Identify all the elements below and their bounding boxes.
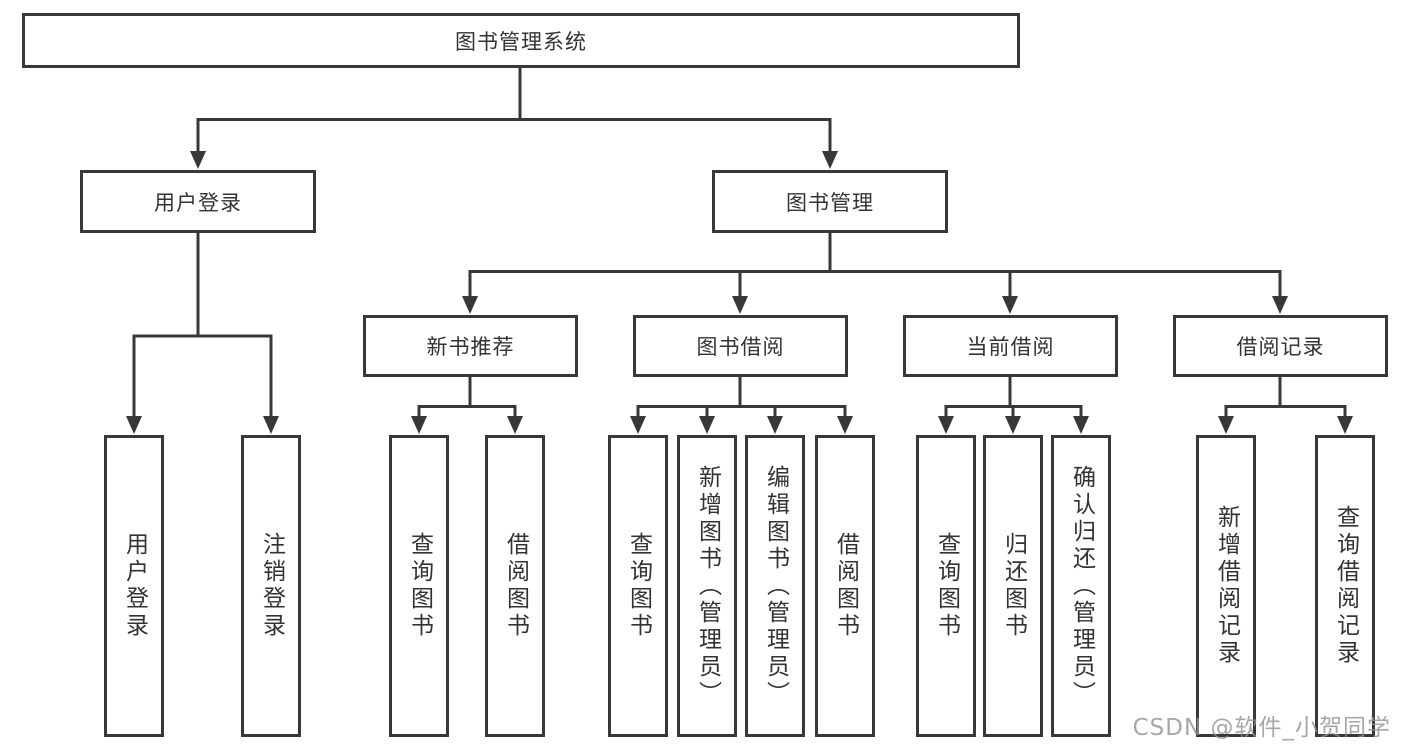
arrowhead-icon xyxy=(462,296,478,314)
node-book-management-module: 图书管理 xyxy=(712,170,948,233)
arrowhead-icon xyxy=(732,296,748,314)
node-leaf-logout: 注销登录 xyxy=(241,435,301,737)
node-leaf-query-books-borrow: 查询图书 xyxy=(608,435,668,737)
arrowhead-icon xyxy=(190,151,206,169)
node-borrowing-records: 借阅记录 xyxy=(1173,315,1388,377)
arrowhead-icon xyxy=(767,416,783,434)
arrowhead-icon xyxy=(822,151,838,169)
node-leaf-borrow-books: 借阅图书 xyxy=(815,435,875,737)
node-leaf-return-books: 归还图书 xyxy=(983,435,1043,737)
node-user-login-module: 用户登录 xyxy=(80,170,316,233)
node-leaf-query-borrow-record: 查询借阅记录 xyxy=(1315,435,1375,737)
arrowhead-icon xyxy=(1337,416,1353,434)
arrowhead-icon xyxy=(126,416,142,434)
node-leaf-query-books-current: 查询图书 xyxy=(916,435,976,737)
node-leaf-query-books-recommend: 查询图书 xyxy=(389,435,449,737)
node-new-book-recommend: 新书推荐 xyxy=(363,315,578,377)
arrowhead-icon xyxy=(1073,416,1089,434)
arrowhead-icon xyxy=(938,416,954,434)
node-leaf-confirm-return-admin: 确认归还（管理员） xyxy=(1051,435,1111,737)
node-leaf-user-login: 用户登录 xyxy=(104,435,164,737)
arrowhead-icon xyxy=(630,416,646,434)
arrowhead-icon xyxy=(411,416,427,434)
arrowhead-icon xyxy=(1002,296,1018,314)
node-leaf-add-borrow-record: 新增借阅记录 xyxy=(1196,435,1256,737)
arrowhead-icon xyxy=(263,416,279,434)
arrowhead-icon xyxy=(1218,416,1234,434)
node-current-borrowing: 当前借阅 xyxy=(903,315,1118,377)
arrowhead-icon xyxy=(1005,416,1021,434)
node-root-library-system: 图书管理系统 xyxy=(22,13,1020,68)
arrowhead-icon xyxy=(507,416,523,434)
csdn-watermark: CSDN @软件_小贺同学 xyxy=(1132,715,1391,741)
arrowhead-icon xyxy=(837,416,853,434)
node-leaf-borrow-books-recommend: 借阅图书 xyxy=(485,435,545,737)
node-leaf-add-books-admin: 新增图书（管理员） xyxy=(677,435,737,737)
node-leaf-edit-books-admin: 编辑图书（管理员） xyxy=(745,435,805,737)
arrowhead-icon xyxy=(1272,296,1288,314)
node-book-borrowing: 图书借阅 xyxy=(633,315,848,377)
arrowhead-icon xyxy=(699,416,715,434)
